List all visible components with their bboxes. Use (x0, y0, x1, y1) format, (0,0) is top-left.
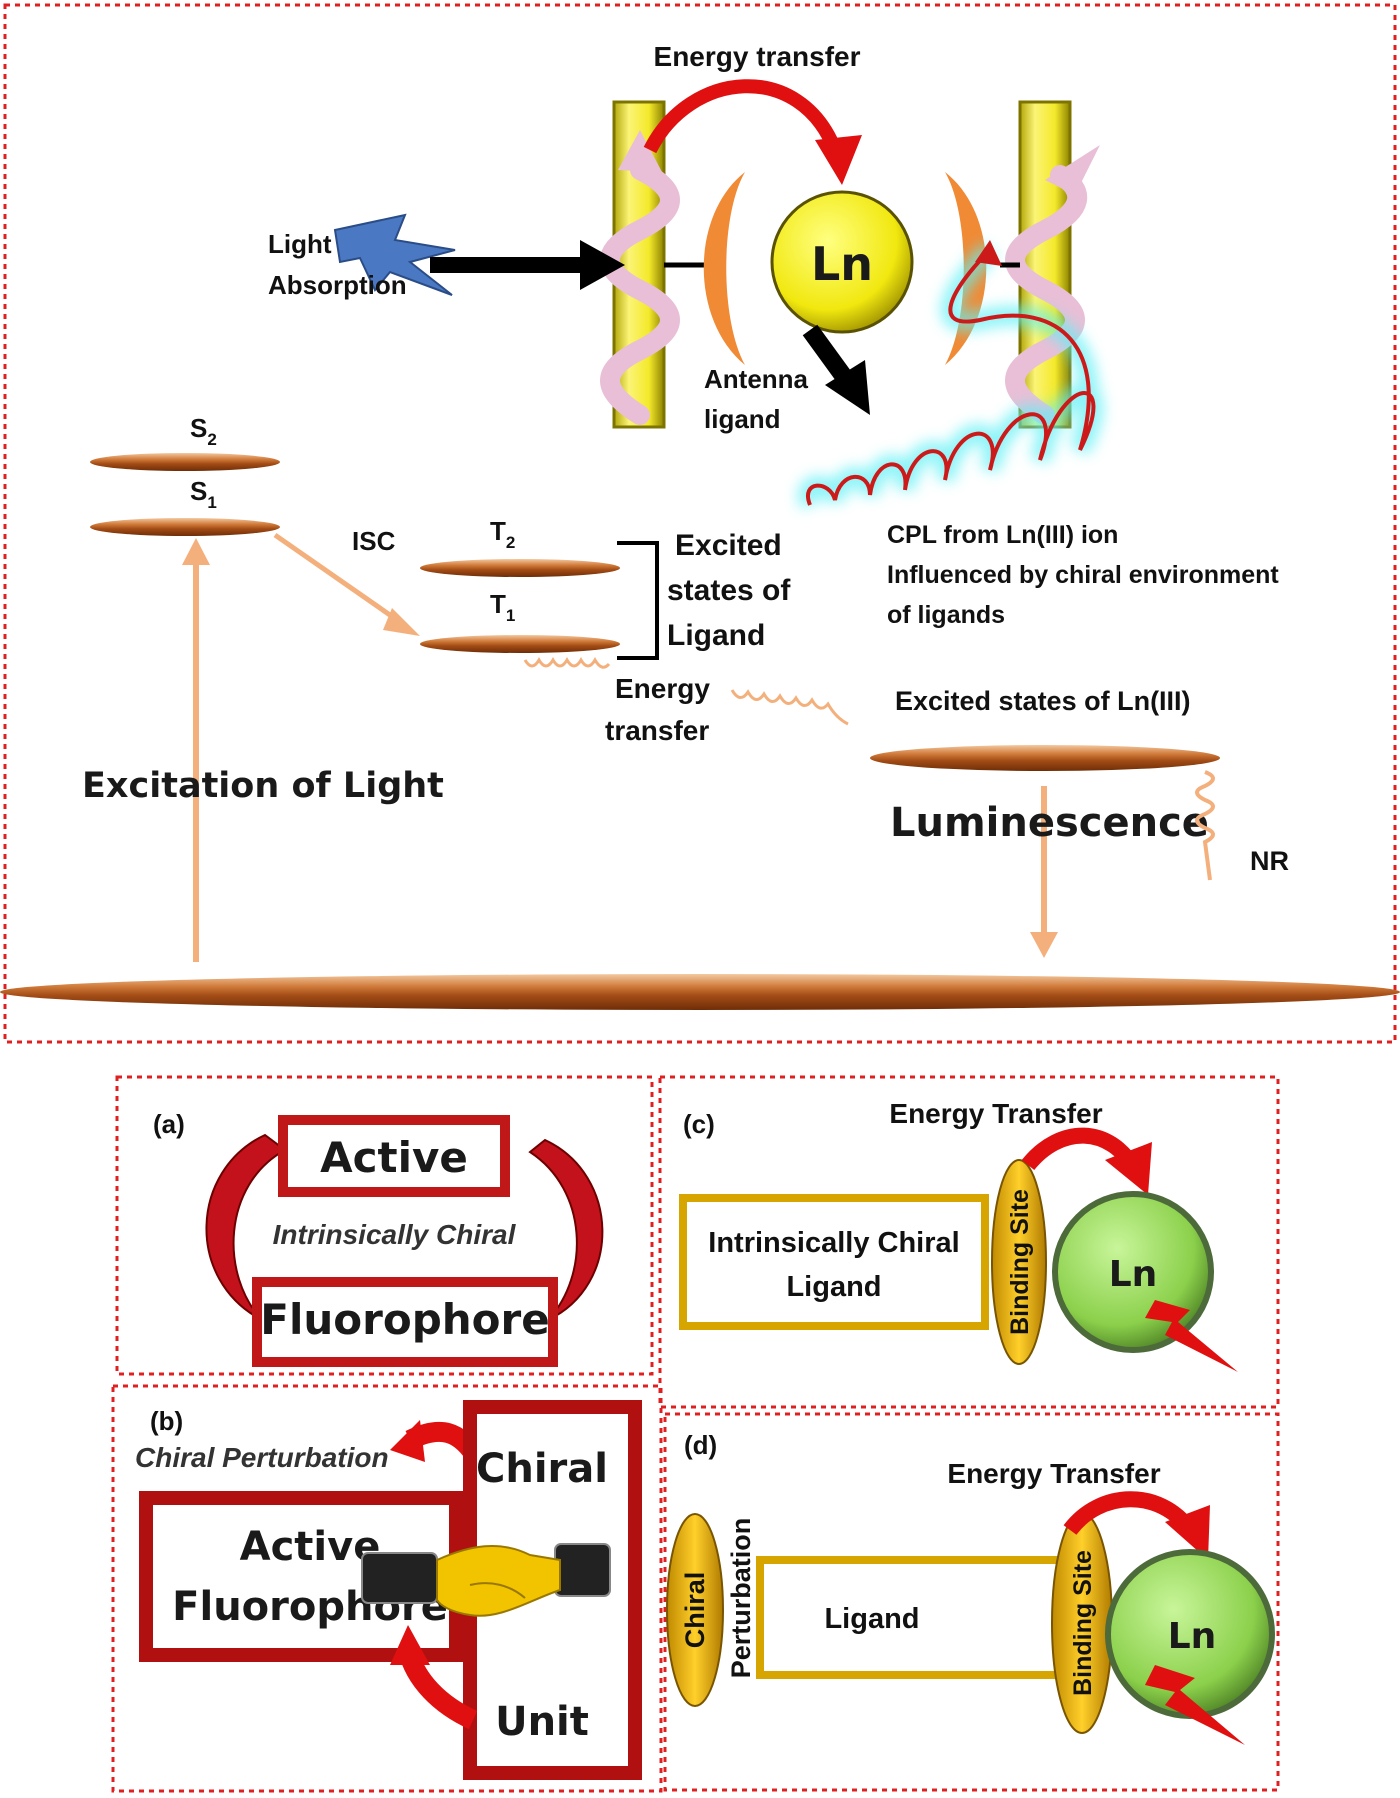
squiggle-t1-left (523, 657, 611, 669)
panel-a-tag: (a) (153, 1109, 185, 1139)
s1-label: S1 (190, 476, 217, 512)
panel-c-energy-arrowhead (1105, 1142, 1152, 1195)
panel-c-tag: (c) (683, 1109, 715, 1139)
right-wavy-arrowhead (1045, 145, 1100, 195)
ln-excited-level (870, 745, 1220, 771)
light-absorption-arrowhead (580, 240, 625, 290)
ln-emission-arrowhead (825, 360, 870, 415)
panel-d-ln-label: Ln (1168, 1616, 1217, 1657)
panel-c-ligand-label-1: Intrinsically Chiral (708, 1227, 959, 1259)
panel-b-bottom-arrowhead (390, 1625, 430, 1665)
antenna-label-1: Antenna (704, 364, 809, 394)
luminescence-label: Luminescence (890, 800, 1209, 846)
panel-b-chiral-label: Chiral (476, 1446, 608, 1492)
panel-d-perturbation-label: Perturbation (726, 1518, 756, 1679)
ln-yellow-ion (770, 190, 914, 334)
top-panel-border (3, 3, 1397, 1044)
panel-a-active-box (278, 1115, 510, 1197)
lightning-bolt-icon (333, 213, 456, 296)
top-energy-transfer-arrow (643, 79, 842, 154)
panel-d-energy-transfer-label: Energy Transfer (947, 1458, 1160, 1489)
s2-label: S2 (190, 413, 217, 449)
cpl-label-2: Influenced by chiral environment (887, 561, 1279, 589)
panel-c-border (658, 1075, 1280, 1409)
panel-c-energy-transfer-label: Energy Transfer (889, 1098, 1102, 1129)
panel-d-ligand-label: Ligand (824, 1603, 919, 1635)
panel-d-border (663, 1412, 1280, 1792)
cpl-label-1: CPL from Ln(III) ion (887, 521, 1118, 549)
panel-d-lightning-icon (1145, 1665, 1245, 1745)
panel-b-border (111, 1384, 663, 1793)
left-wavy-arrow (600, 160, 680, 425)
t1-label: T1 (490, 589, 515, 625)
panel-d-chiral-label: Chiral (680, 1572, 710, 1649)
right-wavy-arrow (1005, 165, 1088, 425)
right-yellow-bar (1018, 100, 1072, 429)
light-absorption-label-1: Light (268, 229, 332, 259)
luminescence-arrowhead (1030, 932, 1058, 958)
excited-ligand-label-1: Excited (675, 529, 782, 562)
ln-top-label: Ln (811, 237, 873, 291)
panel-d-chiral-perturbation-oval (666, 1513, 724, 1707)
panel-a-active-label: Active (320, 1133, 468, 1182)
left-wavy-arrowhead (618, 130, 662, 172)
left-crescent (703, 172, 745, 365)
excited-ligand-label-3: Ligand (667, 619, 765, 652)
panel-c-lightning-icon (1145, 1300, 1238, 1372)
panel-c-ligand-box (679, 1194, 989, 1330)
t2-label: T2 (490, 516, 515, 552)
excited-ligand-label-2: states of (667, 574, 791, 607)
mid-energy-transfer-label-2: transfer (605, 715, 709, 746)
isc-label: ISC (352, 526, 396, 556)
panel-a-border (115, 1075, 654, 1376)
panel-c-binding-site (991, 1159, 1047, 1365)
panel-d-tag: (d) (684, 1430, 717, 1460)
panel-a-fluorophore-box (252, 1277, 558, 1367)
excited-ln-label: Excited states of Ln(III) (895, 686, 1191, 716)
top-energy-transfer-label: Energy transfer (654, 41, 861, 72)
s1-level (90, 518, 280, 536)
isc-arrow (273, 532, 402, 625)
s2-level (90, 453, 280, 471)
t2-level (420, 559, 620, 577)
mid-energy-transfer-label-1: Energy (615, 673, 710, 704)
panel-b-chiral-perturbation-label: Chiral Perturbation (135, 1442, 389, 1473)
t1-level (420, 635, 620, 653)
panel-b-top-arrowhead (390, 1420, 425, 1462)
excitation-arrowhead (182, 538, 210, 565)
nr-squiggle (1195, 770, 1215, 881)
panel-c-ln-label: Ln (1109, 1254, 1158, 1295)
cpl-spiral (798, 240, 1104, 509)
panel-b-active-label: Active (240, 1524, 381, 1570)
isc-arrowhead (383, 608, 420, 636)
panel-a-intrinsically-label: Intrinsically Chiral (273, 1219, 517, 1250)
panel-b-unit-label: Unit (495, 1699, 589, 1745)
ground-state-level (0, 974, 1400, 1010)
ligand-bracket (617, 541, 659, 660)
panel-d-ligand-box (756, 1556, 1081, 1679)
excitation-label: Excitation of Light (82, 766, 444, 806)
panel-d-energy-arrowhead (1165, 1505, 1210, 1560)
nr-label: NR (1250, 846, 1289, 876)
handshake-icon (361, 1543, 611, 1617)
antenna-label-2: ligand (704, 404, 781, 434)
panel-a-fluorophore-label: Fluorophore (260, 1295, 549, 1344)
light-absorption-label-2: Absorption (268, 270, 407, 300)
squiggle-to-ln (730, 689, 849, 726)
panel-b-tag: (b) (150, 1406, 183, 1436)
top-energy-transfer-arrowhead (815, 135, 862, 185)
cpl-label-3: of ligands (887, 601, 1005, 629)
panel-c-ligand-label-2: Ligand (786, 1271, 881, 1303)
panel-d-binding-site-label: Binding Site (1069, 1550, 1097, 1696)
panel-c-binding-site-label: Binding Site (1006, 1189, 1034, 1335)
